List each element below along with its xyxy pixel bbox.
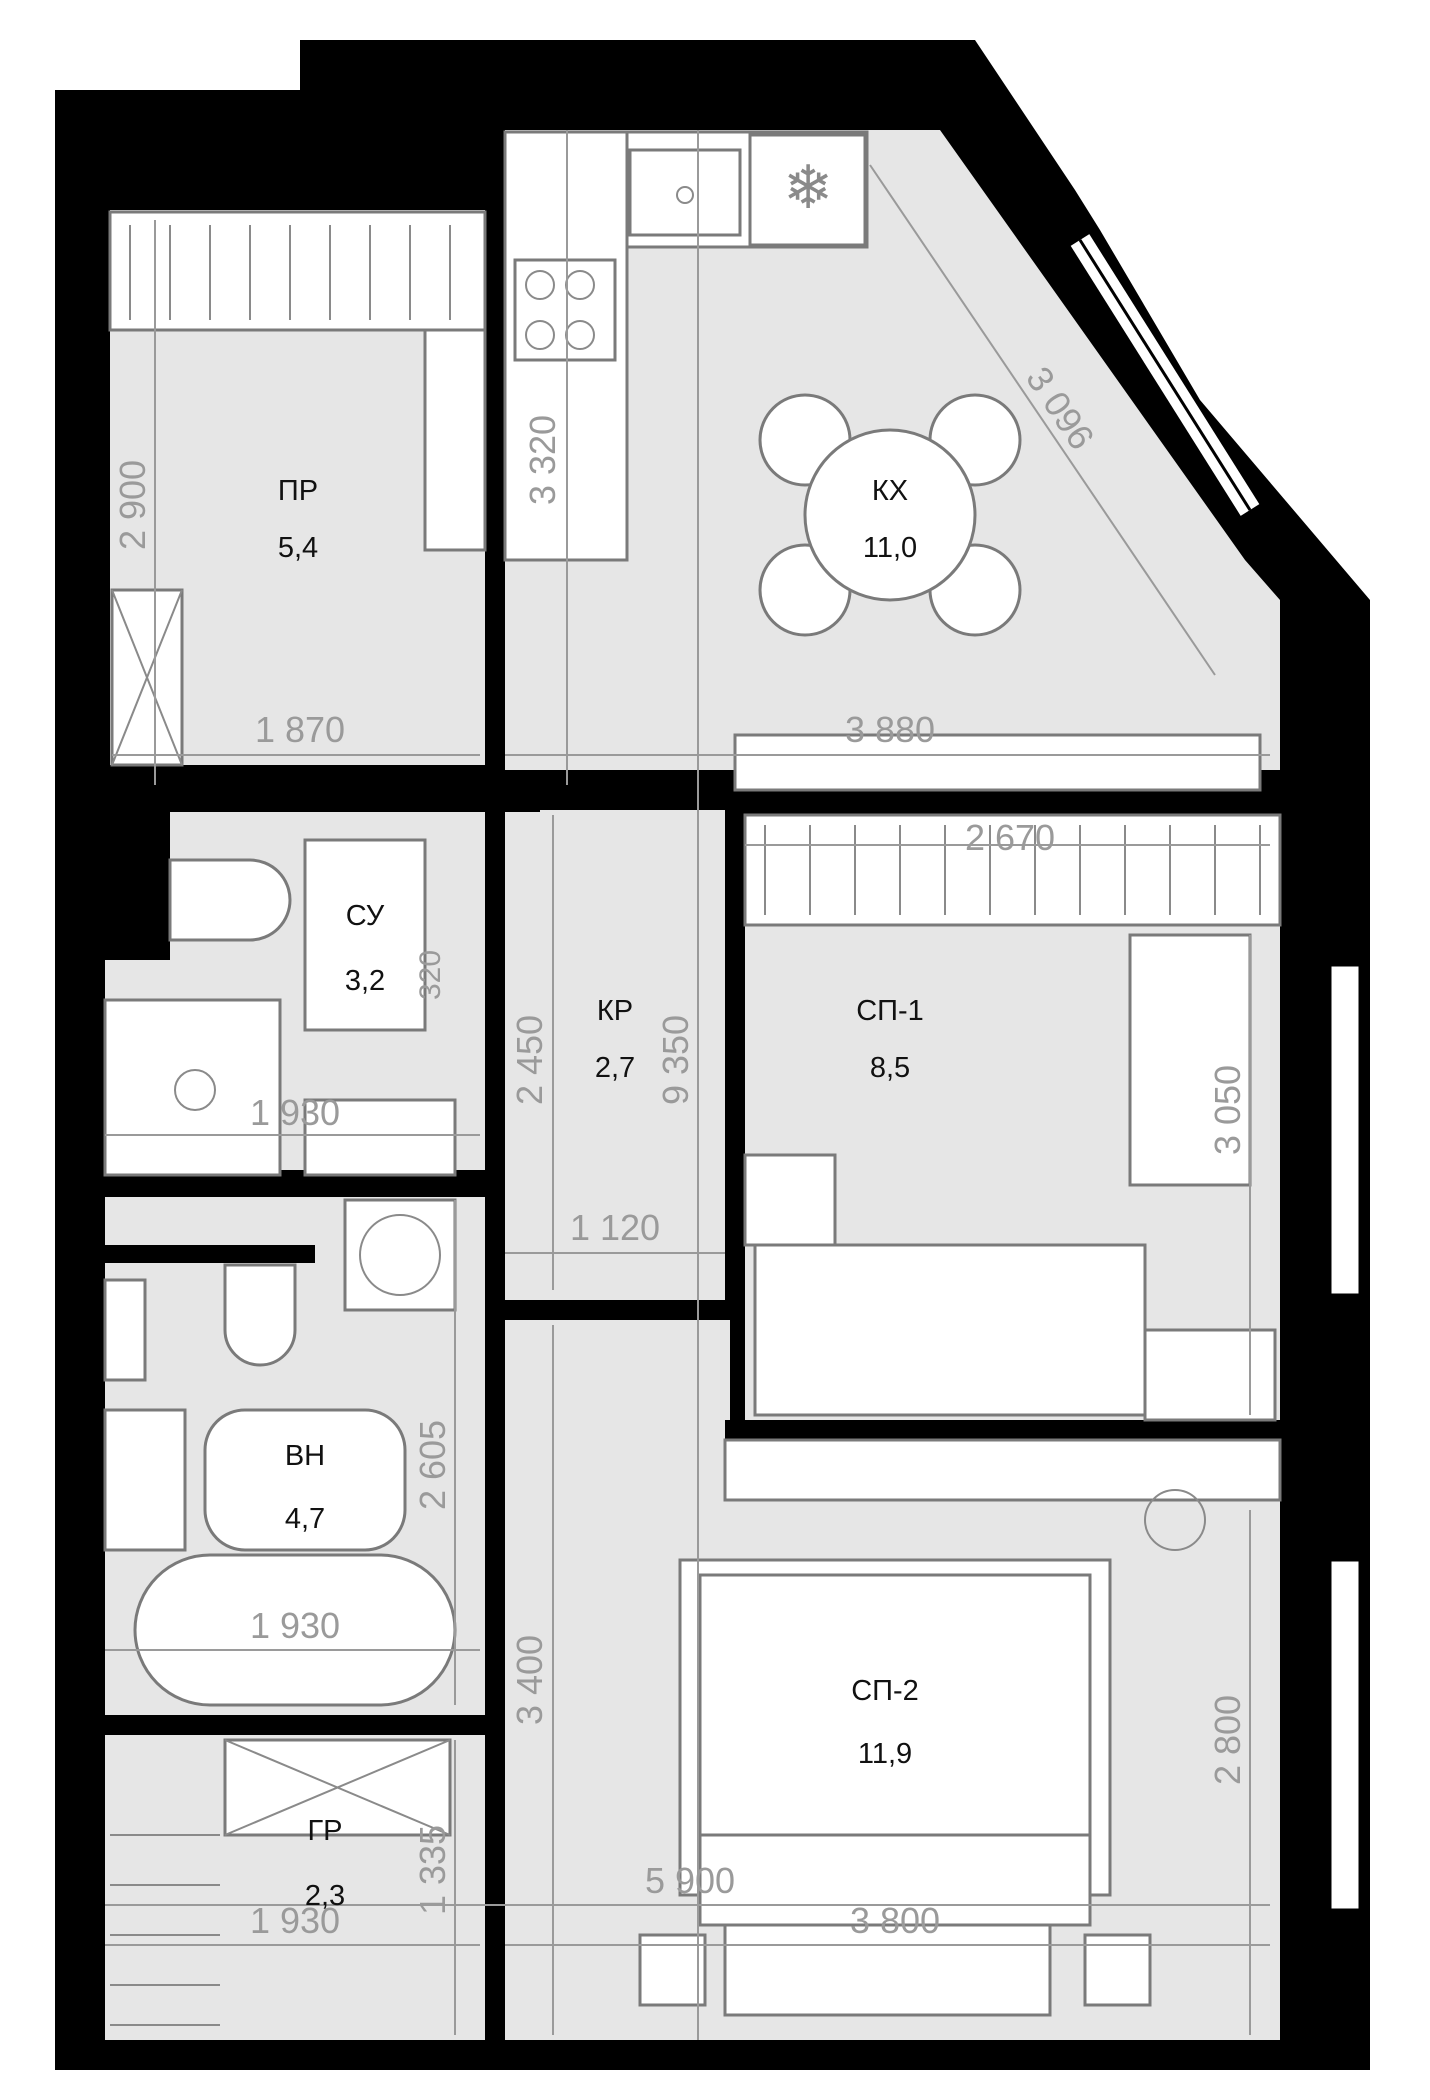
floor-kr — [505, 810, 725, 1300]
interior-walls — [55, 130, 1370, 1735]
dim-pr-width: 1 870 — [255, 709, 345, 750]
wall-right-pillar — [1280, 1310, 1370, 1570]
snowflake-icon — [748, 133, 867, 247]
wall-pr-kx — [485, 130, 505, 810]
dim-kx-width: 3 880 — [845, 709, 935, 750]
svg-text:❄: ❄ — [783, 153, 833, 223]
wall-pr-bottom — [55, 790, 505, 812]
toilet-icon — [168, 858, 292, 942]
wall-su-vn — [55, 1175, 485, 1197]
wall-vn-gr — [55, 1715, 505, 1735]
dim-su-rack: 320 — [414, 950, 447, 1000]
wall-su-right — [485, 810, 505, 1710]
room-kr-area: 2,7 — [595, 1052, 635, 1084]
pr-cabinet — [423, 328, 487, 552]
dim-sp1-height: 3 050 — [1207, 1065, 1248, 1155]
dim-total-height: 9 350 — [655, 1015, 696, 1105]
dim-total-width: 5 900 — [645, 1860, 735, 1901]
dim-gr-width: 1 930 — [250, 1900, 340, 1941]
wall-kr-sp1 — [725, 800, 745, 1320]
room-su-area: 3,2 — [345, 965, 385, 997]
dimension-lines — [105, 130, 1270, 2040]
dim-pr-height: 2 900 — [112, 460, 153, 550]
kx-storage — [733, 733, 1262, 792]
sp2-tv-unit — [723, 1923, 1052, 2017]
room-pr-name: ПР — [278, 475, 318, 507]
sink-icon — [628, 148, 742, 237]
sp2-lamp — [1144, 1489, 1206, 1551]
room-labels: ПР 5,4 КХ 11,0 СУ 3,2 КР 2,7 СП-1 8,5 ВН… — [278, 475, 924, 1912]
room-vn-name: ВН — [285, 1440, 325, 1472]
hangers-pr — [129, 225, 451, 320]
desk-icon — [1128, 933, 1252, 1187]
sp1-shelf — [1143, 1328, 1277, 1422]
wardrobe-sp1 — [743, 813, 1282, 927]
bed-icon — [753, 1243, 1147, 1417]
windows — [1070, 234, 1362, 1912]
wall-kr-bottom — [505, 1300, 525, 1320]
wall-left-niche — [55, 810, 170, 960]
dim-vn-width: 1 930 — [250, 1605, 340, 1646]
room-pr-area: 5,4 — [278, 532, 318, 564]
dim-su-width: 1 930 — [250, 1092, 340, 1133]
wall-kx-bottom-a — [485, 790, 540, 812]
wall-kx-bottom-b — [725, 795, 1280, 815]
vn-rack — [103, 1278, 147, 1382]
washing-machine-icon — [343, 1198, 457, 1312]
su-sink — [303, 1098, 457, 1177]
window-sp2-icon — [1328, 1558, 1362, 1912]
room-kr-name: КР — [597, 995, 633, 1027]
room-gr-name: ГР — [307, 1815, 342, 1847]
vn-bathmat — [203, 1408, 407, 1552]
stove-icon — [513, 258, 617, 362]
su-shower — [103, 998, 282, 1177]
room-kx-name: КХ — [872, 475, 908, 507]
room-gr-area: 2,3 — [305, 1880, 345, 1912]
room-sp2-name: СП-2 — [851, 1675, 919, 1707]
wall-sp1-bottom — [725, 1420, 1280, 1440]
sp2-nightstand-right — [1083, 1933, 1152, 2007]
hangers-gr — [110, 1834, 220, 2026]
furniture: ❄ — [103, 130, 1282, 2026]
room-sp1-name: СП-1 — [856, 995, 924, 1027]
window-sp1-icon — [1328, 963, 1362, 1297]
room-su-name: СУ — [346, 900, 385, 932]
room-sp2-area: 11,9 — [858, 1738, 912, 1770]
sp2-nightstand-left — [638, 1933, 707, 2007]
room-vn-area: 4,7 — [285, 1503, 325, 1535]
dim-gr-height: 1 335 — [412, 1825, 453, 1915]
dim-kr-height: 2 450 — [509, 1015, 550, 1105]
dim-sp2-height: 2 800 — [1207, 1695, 1248, 1785]
dim-kitchen-counter: 3 320 — [522, 415, 563, 505]
dim-corridor-height: 3 400 — [509, 1635, 550, 1725]
dimension-labels: 2 900 1 870 3 320 3 096 3 880 2 670 2 45… — [112, 359, 1248, 1941]
toilet-icon-vn — [223, 1263, 297, 1367]
dim-sp2-width: 3 800 — [850, 1900, 940, 1941]
sp2-storage — [723, 1438, 1282, 1502]
vn-sink — [103, 1408, 187, 1552]
wardrobe-hanger-icon — [108, 210, 487, 332]
shower-rack — [303, 838, 427, 1032]
room-sp1-area: 8,5 — [870, 1052, 910, 1084]
dim-vn-height: 2 605 — [412, 1420, 453, 1510]
dim-sp1-width: 2 670 — [965, 817, 1055, 858]
sp1-nightstand — [743, 1153, 837, 1247]
table-chairs-icon — [758, 393, 1022, 637]
room-kx-area: 11,0 — [863, 532, 917, 564]
dim-kr-width: 1 120 — [570, 1207, 660, 1248]
wall-vn-top2 — [55, 1245, 315, 1263]
sp2-bed — [698, 1573, 1092, 1887]
